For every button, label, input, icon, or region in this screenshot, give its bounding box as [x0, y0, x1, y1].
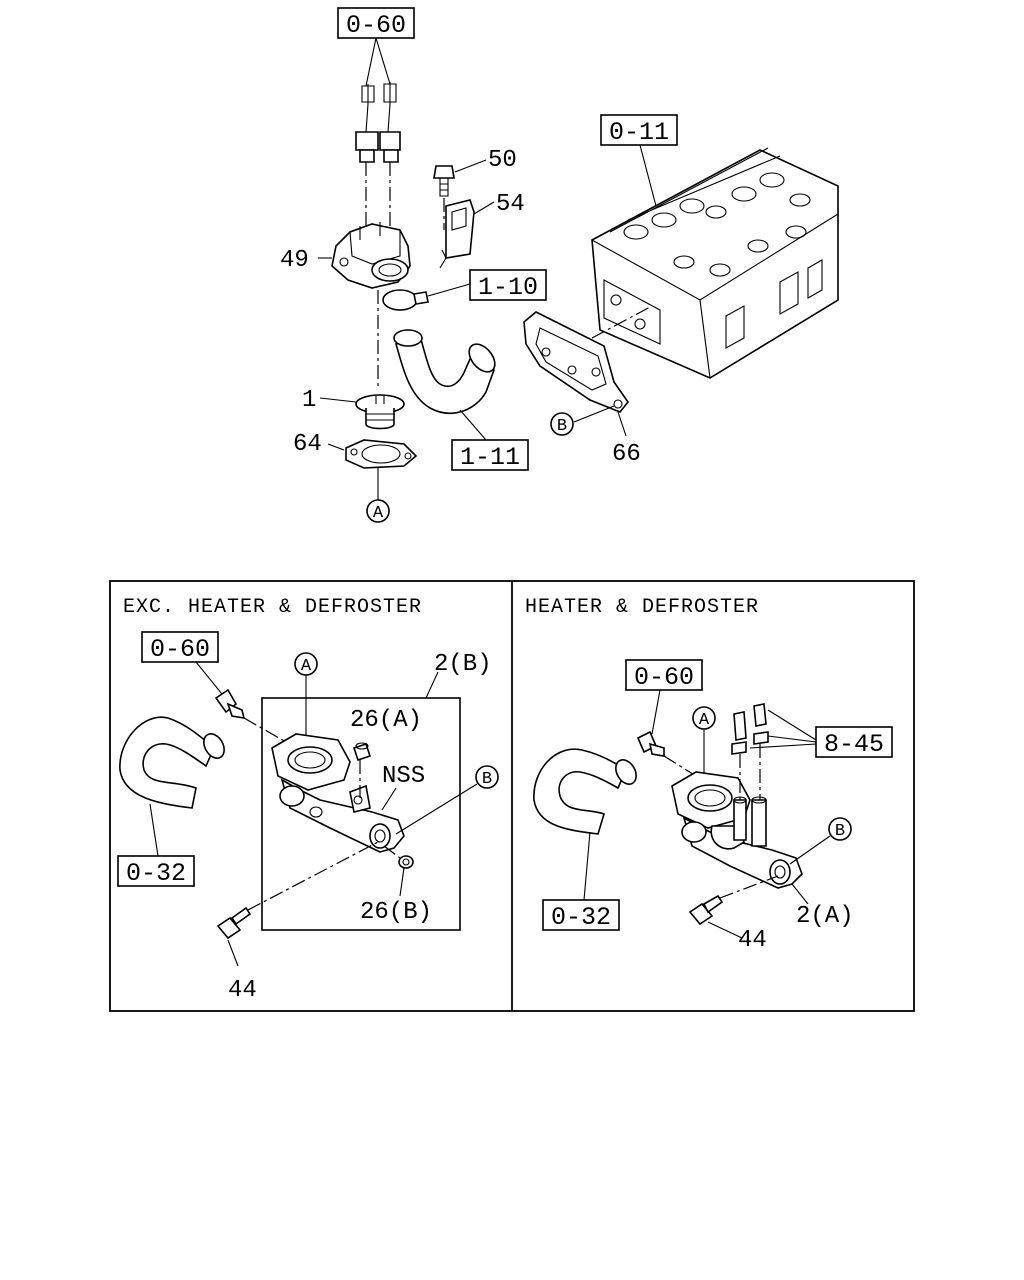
ref-box-1-10[interactable]: 1-10: [469, 269, 547, 302]
plug-26b[interactable]: [398, 855, 414, 869]
svg-text:A: A: [373, 504, 384, 523]
water-pipe-2b[interactable]: [271, 733, 405, 853]
ref-box-1-11[interactable]: 1-11: [451, 439, 529, 472]
part-number-26a: 26(A): [350, 707, 422, 734]
part-number-1: 1: [302, 387, 316, 414]
svg-text:1-10: 1-10: [478, 273, 538, 302]
ref-box-0-60-top[interactable]: 0-60: [337, 7, 415, 40]
svg-text:1-11: 1-11: [460, 443, 520, 472]
svg-text:A: A: [699, 711, 710, 730]
part-number-54: 54: [496, 191, 525, 218]
svg-text:0-60: 0-60: [634, 663, 694, 692]
part-number-44-right: 44: [738, 927, 767, 954]
cylinder-head: 0-11: [591, 114, 839, 379]
part-number-66: 66: [612, 441, 641, 468]
part-number-2b: 2(B): [434, 651, 492, 678]
svg-text:0-11: 0-11: [609, 118, 669, 147]
ref-box-0-60-right[interactable]: 0-60: [625, 659, 703, 692]
plug-26a[interactable]: [352, 742, 372, 762]
svg-text:A: A: [301, 657, 312, 676]
svg-text:0-32: 0-32: [551, 903, 611, 932]
part-number-50: 50: [488, 147, 517, 174]
svg-text:0-60: 0-60: [346, 11, 406, 40]
ref-box-8-45[interactable]: 8-45: [815, 726, 893, 759]
connector-b-right: B: [828, 817, 852, 841]
svg-text:B: B: [835, 822, 845, 841]
bolt-44-right[interactable]: [688, 894, 724, 926]
panel-title-heater: HEATER & DEFROSTER: [525, 596, 759, 619]
thermostat-housing-49[interactable]: [331, 222, 411, 289]
ref-box-0-11[interactable]: 0-11: [600, 114, 678, 147]
bolt-50[interactable]: [433, 165, 455, 197]
radiator-hose[interactable]: [393, 329, 500, 414]
thermostat-assembly: 0-60 50 54: [280, 7, 547, 523]
connector-a-right: A: [692, 706, 716, 730]
heater-hose-right[interactable]: [533, 748, 640, 835]
part-number-64: 64: [293, 431, 322, 458]
connector-b-left: B: [475, 765, 499, 789]
svg-text:B: B: [482, 770, 492, 789]
water-pipe-2a[interactable]: [671, 771, 803, 889]
part-number-2a: 2(A): [796, 903, 854, 930]
connector-a-top: A: [366, 499, 390, 523]
heater-hose-left[interactable]: [119, 716, 228, 809]
svg-text:8-45: 8-45: [824, 730, 884, 759]
connector-b-top: B: [550, 412, 574, 436]
part-number-49: 49: [280, 247, 309, 274]
bolt-44-left[interactable]: [216, 906, 252, 940]
connector-a-left: A: [294, 652, 318, 676]
water-temp-sensor-left[interactable]: [214, 688, 246, 719]
thermostat-1[interactable]: [355, 394, 405, 430]
bracket-54[interactable]: [439, 199, 475, 269]
ref-box-0-60-left[interactable]: 0-60: [141, 631, 219, 664]
temperature-sensor-connectors: [355, 82, 401, 230]
label-nss: NSS: [382, 763, 425, 790]
gasket-64[interactable]: [345, 439, 418, 469]
fitting-8-45[interactable]: [731, 703, 769, 755]
nss-box: [261, 697, 461, 931]
hose-clamp[interactable]: [382, 289, 429, 311]
panel-exc-heater-defroster: EXC. HEATER & DEFROSTER 0-60 0-32 A: [117, 596, 499, 1004]
svg-text:B: B: [557, 417, 567, 436]
svg-text:0-32: 0-32: [126, 859, 186, 888]
part-number-44-left: 44: [228, 977, 257, 1004]
gasket-66[interactable]: [523, 311, 629, 413]
ref-box-0-32-right[interactable]: 0-32: [542, 899, 620, 932]
svg-text:0-60: 0-60: [150, 635, 210, 664]
panel-heater-defroster: HEATER & DEFROSTER 0-60 0-32 A: [525, 596, 893, 954]
water-temp-sensor-right[interactable]: [636, 730, 665, 757]
panel-title-exc-heater: EXC. HEATER & DEFROSTER: [123, 596, 422, 619]
ref-box-0-32-left[interactable]: 0-32: [117, 855, 195, 888]
part-number-26b: 26(B): [360, 899, 432, 926]
